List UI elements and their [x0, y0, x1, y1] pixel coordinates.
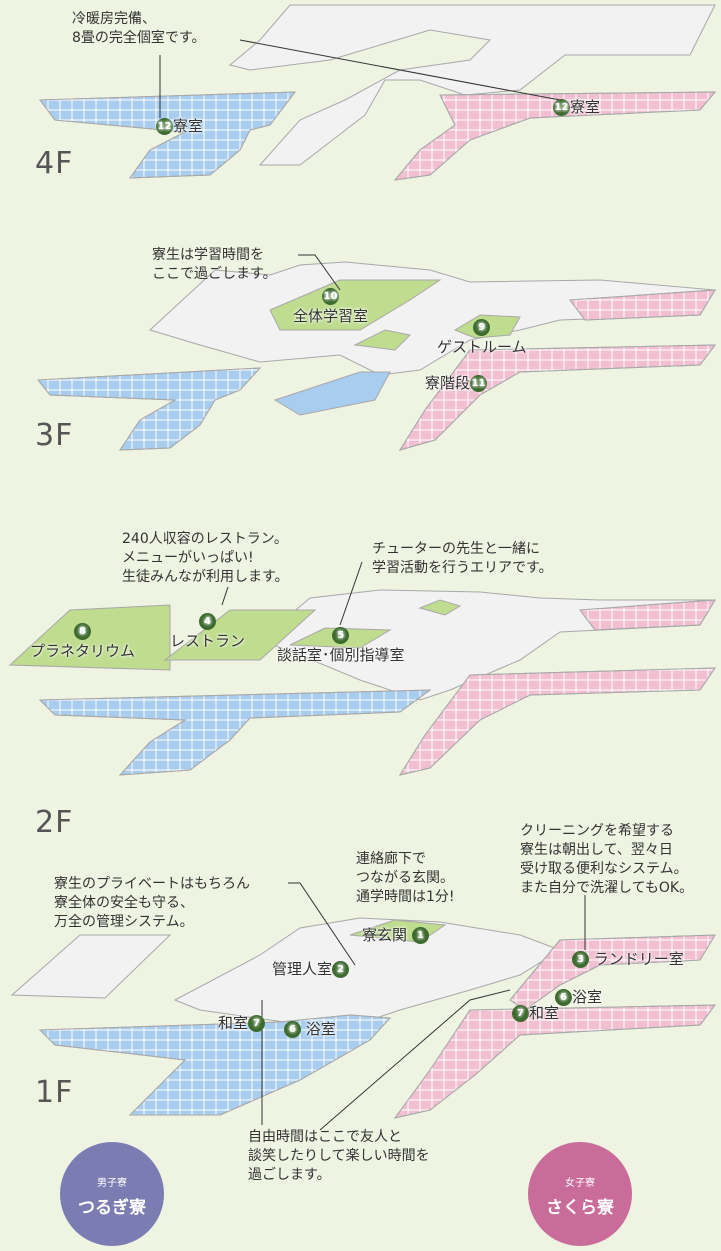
marker-1: 1 [411, 927, 429, 944]
marker-12: 12 [553, 99, 570, 116]
note-1f-manager: 寮生のプライベートはもちろん寮全体の安全も守る、万全の管理システム。 [54, 876, 250, 930]
marker-10: 10 [322, 288, 339, 305]
label-laundry: 3 ランドリー室 [572, 948, 684, 969]
note-1f-laundry: クリーニングを希望する寮生は朝出して、翌々日受け取る便利なシステム。また自分で洗… [520, 823, 694, 896]
floor-4f-plan [39, 4, 717, 181]
note-2f-talk: チューターの先生と一緒に学習活動を行うエリアです。 [372, 541, 553, 576]
floor-1f-plan [10, 917, 717, 1119]
boys-dorm-badge: 男子寮 つるぎ寮 [60, 1142, 164, 1246]
note-1f-entrance: 連絡廊下でつながる玄関。通学時間は1分! [356, 851, 455, 905]
marker-4: 4 [199, 613, 216, 630]
marker-2: 2 [332, 961, 350, 978]
marker-11: 11 [470, 375, 488, 392]
floor-3f-plan [37, 261, 717, 451]
marker-8: 8 [74, 623, 91, 640]
note-1f-japanese: 自由時間はここで友人と談笑したりして楽しい時間を過ごします。 [248, 1129, 430, 1183]
floor-label-4f: 4F [35, 146, 74, 181]
marker-5: 5 [332, 627, 350, 644]
label-boys-bath: 6 浴室 [284, 1018, 336, 1039]
note-3f-study: 寮生は学習時間をここで過ごします。 [152, 247, 277, 282]
marker-7: 7 [248, 1015, 266, 1032]
floor-label-1f: 1F [35, 1075, 74, 1110]
leader-lines [159, 39, 586, 1131]
marker-3: 3 [572, 951, 589, 968]
floor-2f-plan [8, 589, 716, 776]
marker-12: 12 [156, 118, 173, 135]
note-2f-restaurant: 240人収容のレストラン。メニューがいっぱい!生徒みんなが利用します。 [122, 531, 289, 585]
marker-9: 9 [473, 319, 491, 336]
floor-label-2f: 2F [35, 805, 74, 840]
marker-6: 6 [555, 989, 572, 1006]
note-4f-rooms: 冷暖房完備、8畳の完全個室です。 [72, 11, 206, 46]
marker-7: 7 [512, 1005, 529, 1022]
floor-label-3f: 3F [35, 418, 74, 453]
girls-dorm-badge: 女子寮 さくら寮 [528, 1142, 632, 1246]
marker-6: 6 [284, 1021, 301, 1038]
label-entrance: 寮玄関 1 [362, 924, 429, 945]
